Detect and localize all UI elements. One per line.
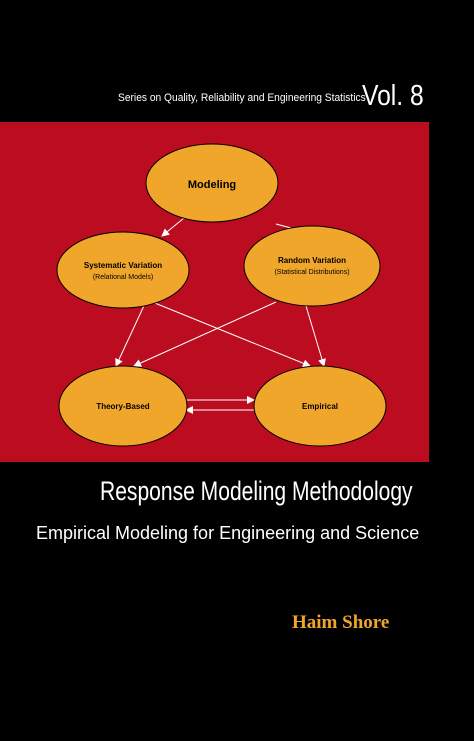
author-name: Haim Shore <box>292 612 390 633</box>
diagram: Modeling Systematic Variation (Relationa… <box>56 143 387 447</box>
node-modeling <box>145 143 279 223</box>
diagram-arrows <box>115 208 326 414</box>
series-name: Series on Quality, Reliability and Engin… <box>118 92 366 104</box>
label-modeling: Modeling <box>188 179 236 191</box>
node-systematic <box>56 231 190 309</box>
label-empirical: Empirical <box>302 402 338 411</box>
arrow-systematic-to-theory <box>115 296 149 367</box>
node-empirical <box>253 365 387 447</box>
label-theory: Theory-Based <box>96 402 149 411</box>
book-title: Response Modeling Methodology <box>100 476 413 506</box>
arrow-systematic-to-empirical <box>139 296 311 368</box>
node-random <box>243 225 381 307</box>
diagram-panel: Modeling Systematic Variation (Relationa… <box>0 122 429 462</box>
label-systematic: Systematic Variation <box>84 261 162 270</box>
arrow-random-to-theory <box>133 301 277 367</box>
label-systematic-sub: (Relational Models) <box>93 274 153 281</box>
volume-number: Vol. 8 <box>362 80 424 112</box>
arrow-random-to-empirical <box>305 305 326 367</box>
node-theory <box>58 365 188 447</box>
book-subtitle: Empirical Modeling for Engineering and S… <box>36 523 420 543</box>
label-random: Random Variation <box>278 256 346 265</box>
label-random-sub: (Statistical Distributions) <box>274 269 349 276</box>
